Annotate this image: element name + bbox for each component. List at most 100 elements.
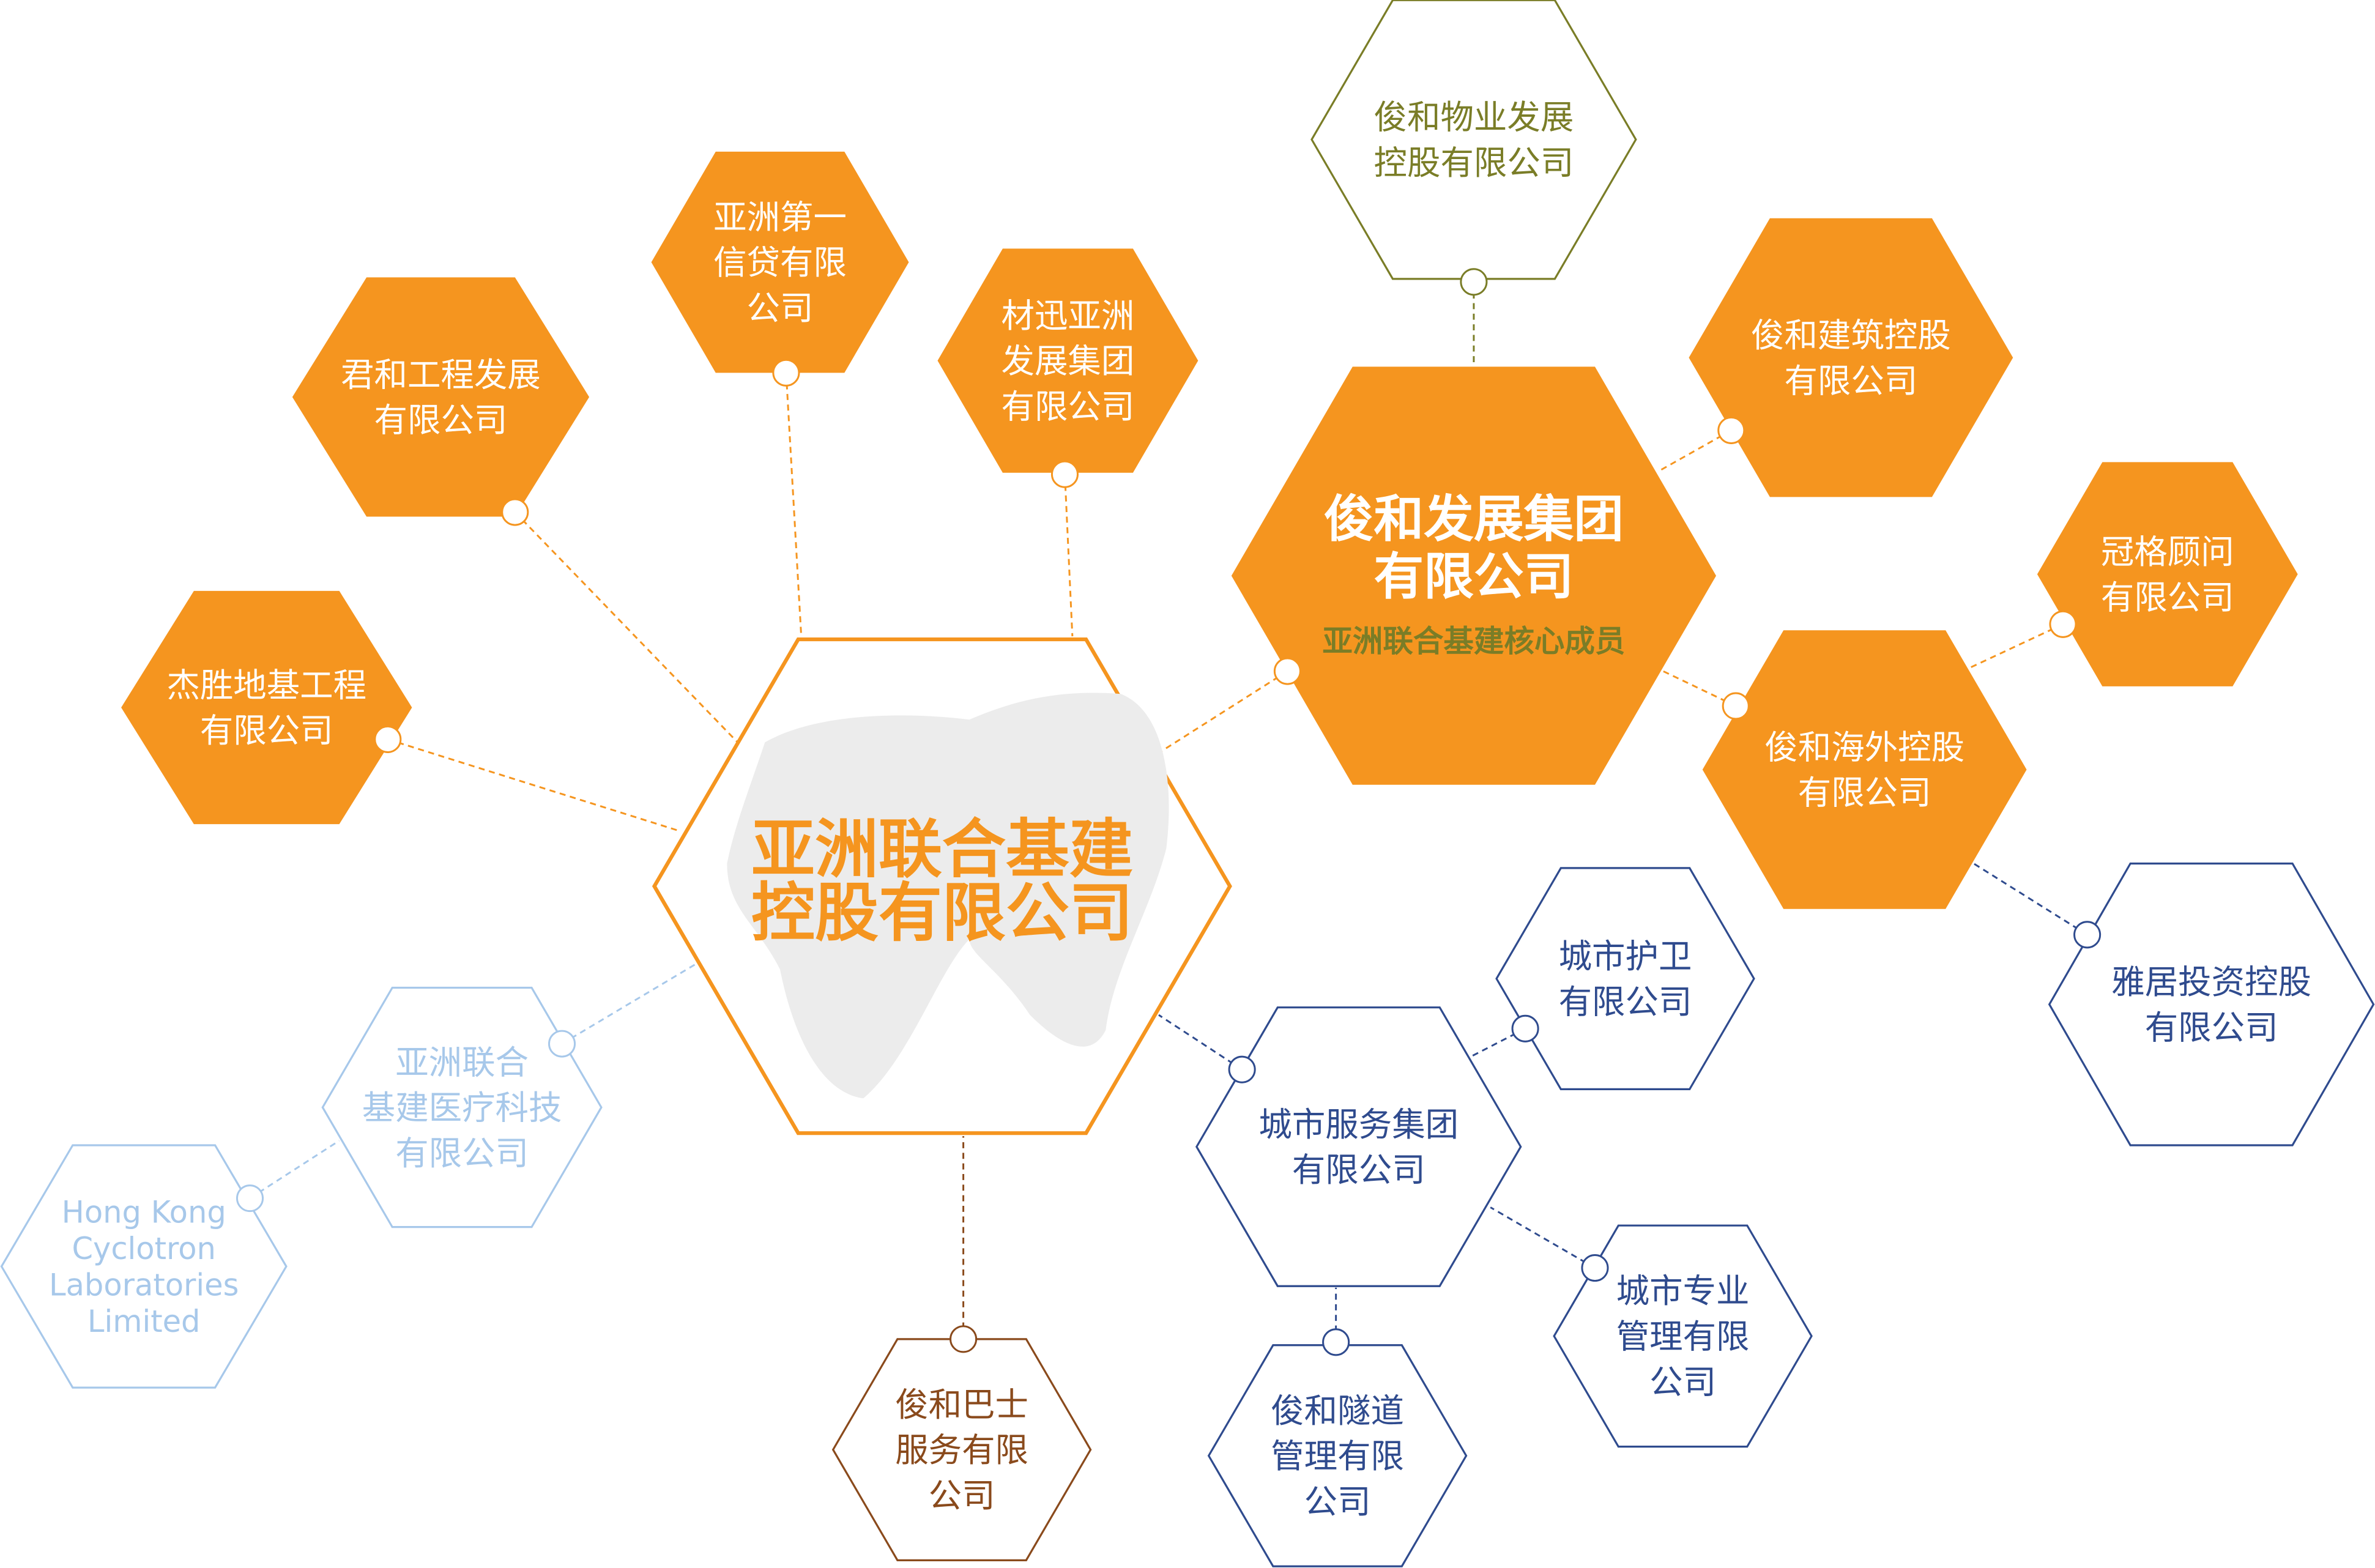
connector-dot bbox=[236, 1184, 264, 1213]
company-name-line: 有限公司 bbox=[200, 711, 333, 750]
company-name: 雅居投资控股有限公司 bbox=[2111, 962, 2311, 1047]
connector-line bbox=[1973, 863, 2088, 936]
connector-dot bbox=[950, 1325, 978, 1353]
connector-dot bbox=[374, 725, 402, 753]
company-name: 亚洲联合基建医疗科技有限公司 bbox=[362, 1042, 562, 1173]
company-name: 冠格顾问有限公司 bbox=[2101, 532, 2234, 617]
connector-dot bbox=[1722, 692, 1750, 720]
company-name-line: 城市服务集团 bbox=[1258, 1105, 1459, 1144]
company-name-line: 有限公司 bbox=[2145, 1008, 2278, 1047]
company-name: 俊和建筑控股有限公司 bbox=[1751, 316, 1951, 400]
company-name-line: 公司 bbox=[1304, 1482, 1371, 1521]
company-node-citymgmt[interactable]: 城市专业管理有限公司 bbox=[1553, 1224, 1813, 1448]
company-node-guard[interactable]: 城市护卫有限公司 bbox=[1495, 867, 1755, 1090]
company-node-yaju[interactable]: 雅居投资控股有限公司 bbox=[2048, 862, 2375, 1146]
company-name: 俊和巴士服务有限公司 bbox=[895, 1385, 1028, 1515]
company-name-line: 俊和巴士 bbox=[895, 1385, 1028, 1424]
company-name-line: 有限公司 bbox=[1002, 387, 1135, 426]
connector-dot bbox=[1460, 268, 1488, 296]
world-map-icon bbox=[727, 693, 1169, 1099]
company-node-consult[interactable]: 冠格顾问有限公司 bbox=[2037, 462, 2298, 686]
hexagon bbox=[1195, 1006, 1522, 1287]
company-node-construction[interactable]: 俊和建筑控股有限公司 bbox=[1689, 218, 2013, 497]
hexagon bbox=[2037, 462, 2298, 686]
company-name-line: 亚洲联合 bbox=[395, 1042, 529, 1082]
hexagon bbox=[831, 1338, 1092, 1561]
connector-dot bbox=[1228, 1055, 1256, 1083]
hexagon bbox=[937, 248, 1199, 473]
connector-dot bbox=[1511, 1014, 1539, 1042]
connector-line bbox=[1158, 1014, 1243, 1071]
company-name-line: 俊和建筑控股 bbox=[1751, 316, 1951, 355]
connector-dot bbox=[1322, 1328, 1350, 1356]
company-name-line: 服务有限 bbox=[895, 1430, 1028, 1470]
company-node-property[interactable]: 俊和物业发展控股有限公司 bbox=[1310, 0, 1637, 280]
company-node-foundation[interactable]: 杰胜地基工程有限公司 bbox=[121, 590, 412, 825]
company-name: 城市护卫有限公司 bbox=[1559, 937, 1692, 1021]
company-name-line: 亚洲第一 bbox=[713, 198, 847, 237]
company-name: 杰胜地基工程有限公司 bbox=[166, 666, 366, 750]
hexagon bbox=[321, 986, 603, 1228]
company-node-credit[interactable]: 亚洲第一信贷有限公司 bbox=[651, 151, 909, 373]
group-company-name-line: 俊和发展集团 bbox=[1324, 490, 1624, 548]
connector-dot bbox=[2073, 921, 2102, 949]
hexagon bbox=[0, 1144, 288, 1389]
company-name-line: 雅居投资控股 bbox=[2111, 962, 2311, 1001]
company-name-line: 材迅亚洲 bbox=[1002, 296, 1135, 335]
company-name-line: 管理有限 bbox=[1616, 1317, 1750, 1356]
company-node-cityservice[interactable]: 城市服务集团有限公司 bbox=[1195, 1006, 1522, 1287]
company-name-line: 君和工程发展 bbox=[341, 355, 541, 394]
group-subtitle: 亚洲联合基建核心成员 bbox=[1322, 623, 1625, 659]
company-node-bus[interactable]: 俊和巴士服务有限公司 bbox=[831, 1338, 1092, 1561]
connector-dot bbox=[1050, 460, 1079, 488]
company-name-line: 冠格顾问 bbox=[2101, 532, 2234, 571]
company-name: 俊和物业发展控股有限公司 bbox=[1374, 98, 1574, 182]
connector-line bbox=[249, 1140, 340, 1199]
connector-line bbox=[514, 511, 738, 743]
hexagon bbox=[1495, 867, 1755, 1090]
connector-dot bbox=[548, 1030, 576, 1058]
company-name-line: 有限公司 bbox=[395, 1134, 529, 1173]
company-name-line: 城市护卫 bbox=[1559, 937, 1692, 976]
main-company-node[interactable]: 亚洲联合基建控股有限公司 bbox=[652, 637, 1232, 1135]
company-name-line: 有限公司 bbox=[1798, 773, 1931, 812]
company-name-line: 杰胜地基工程 bbox=[166, 666, 366, 705]
connector-line bbox=[785, 373, 803, 637]
company-name: 君和工程发展有限公司 bbox=[341, 355, 541, 439]
company-name: 材迅亚洲发展集团有限公司 bbox=[1002, 296, 1135, 426]
hexagon bbox=[1689, 218, 2013, 497]
connector-dot bbox=[501, 498, 529, 526]
company-name-line: 有限公司 bbox=[1559, 982, 1692, 1021]
company-node-tunnel[interactable]: 俊和隧道管理有限公司 bbox=[1207, 1344, 1468, 1567]
company-name-line: Hong Kong bbox=[62, 1195, 226, 1230]
company-node-caixun[interactable]: 材迅亚洲发展集团有限公司 bbox=[937, 248, 1199, 473]
main-company-name: 亚洲联合基建控股有限公司 bbox=[751, 812, 1133, 950]
connector-dot bbox=[2049, 610, 2077, 638]
connector-line bbox=[387, 738, 678, 831]
company-name: 俊和海外控股有限公司 bbox=[1764, 727, 1964, 812]
company-name: 城市服务集团有限公司 bbox=[1258, 1105, 1459, 1189]
company-name: 亚洲第一信贷有限公司 bbox=[713, 198, 847, 328]
group-company-name-line: 有限公司 bbox=[1374, 548, 1574, 606]
company-name-line: 公司 bbox=[929, 1476, 995, 1515]
main-company-name-line: 控股有限公司 bbox=[751, 875, 1133, 950]
company-node-overseas[interactable]: 俊和海外控股有限公司 bbox=[1702, 630, 2027, 909]
company-node-medical[interactable]: 亚洲联合基建医疗科技有限公司 bbox=[321, 986, 603, 1228]
connector-dot bbox=[1273, 657, 1301, 685]
hexagon bbox=[1310, 0, 1637, 280]
hexagon bbox=[2048, 862, 2375, 1146]
company-name-line: 管理有限 bbox=[1271, 1436, 1404, 1476]
company-name-line: 城市专业 bbox=[1616, 1271, 1750, 1310]
company-name-line: Cyclotron bbox=[72, 1231, 215, 1266]
connector-dot bbox=[1581, 1254, 1609, 1282]
company-name-line: Laboratories bbox=[49, 1268, 239, 1303]
connector-line bbox=[1968, 623, 2064, 669]
hexagon bbox=[1207, 1344, 1468, 1567]
connector-line bbox=[561, 962, 697, 1045]
company-node-junhe[interactable]: 君和工程发展有限公司 bbox=[292, 277, 590, 517]
company-name-line: 有限公司 bbox=[1784, 361, 1917, 400]
connector-dot bbox=[772, 359, 800, 387]
hexagon bbox=[121, 590, 412, 825]
